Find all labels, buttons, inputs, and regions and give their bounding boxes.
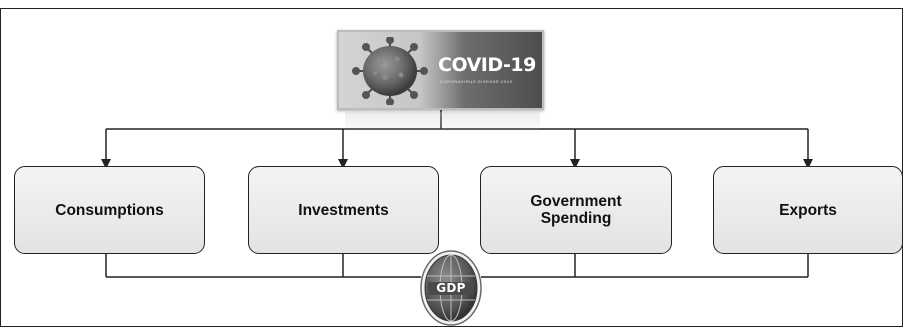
factor-label-exports: Exports <box>779 201 837 219</box>
covid-subtitle: CORONAVIRUS DISEASE 2019 <box>440 79 513 84</box>
factor-box-exports: Exports <box>713 166 903 254</box>
factor-label-government-spending: Government Spending <box>530 193 622 227</box>
coronavirus-icon <box>352 37 428 105</box>
factor-box-consumptions: Consumptions <box>14 166 205 254</box>
gdp-label: GDP <box>436 281 466 295</box>
gdp-badge: GDP <box>419 249 483 327</box>
globe-icon <box>420 250 482 326</box>
factor-box-government-spending: Government Spending <box>480 166 672 254</box>
covid-19-banner: COVID-19 CORONAVIRUS DISEASE 2019 <box>337 30 544 110</box>
factor-label-investments: Investments <box>298 201 389 219</box>
covid-banner-reflection <box>345 112 540 134</box>
factor-box-investments: Investments <box>248 166 439 254</box>
diagram-frame <box>0 8 903 327</box>
factor-label-consumptions: Consumptions <box>55 201 164 219</box>
covid-title: COVID-19 <box>438 54 536 76</box>
